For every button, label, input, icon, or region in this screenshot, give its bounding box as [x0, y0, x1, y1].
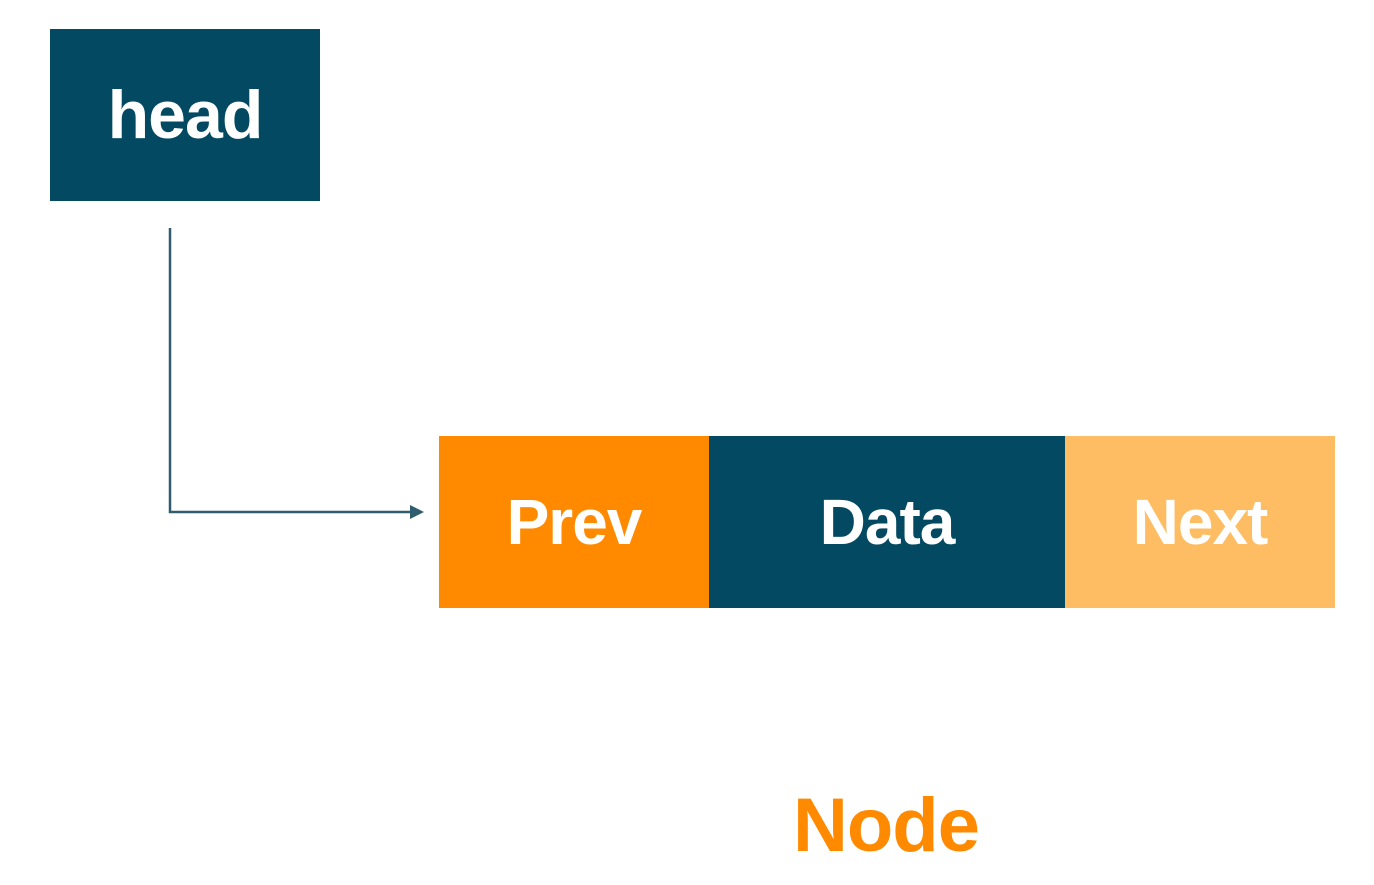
node-next-field: Next [1065, 436, 1335, 608]
arrow-line [168, 228, 416, 514]
node-caption: Node [793, 782, 980, 868]
node-prev-field: Prev [439, 436, 709, 608]
arrow-head [410, 505, 424, 519]
prev-label: Prev [506, 486, 643, 558]
node-data-field: Data [709, 436, 1065, 608]
data-label: Data [819, 486, 956, 558]
head-label: head [107, 77, 264, 153]
next-label: Next [1132, 486, 1269, 558]
head-pointer-box: head [50, 29, 320, 201]
node: Prev Data Next [439, 436, 1335, 608]
